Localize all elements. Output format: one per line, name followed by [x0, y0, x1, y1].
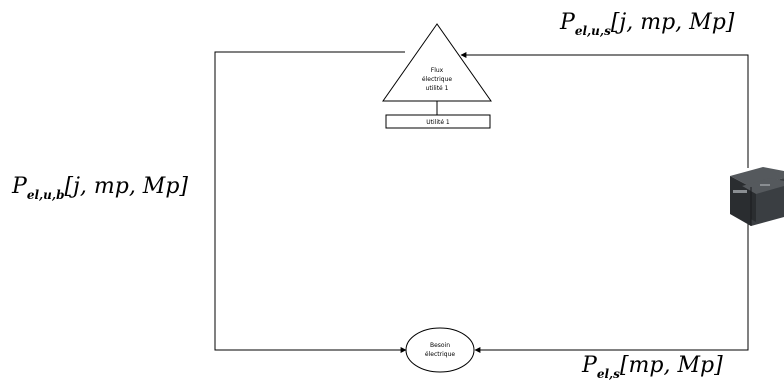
flux-label-line1: Flux: [431, 67, 444, 74]
battery-icon: [730, 167, 784, 226]
wire-battery-to-besoin: [474, 215, 749, 353]
utility-box-label: Utilité 1: [426, 119, 450, 126]
label-top-args: [j, mp, Mp]: [611, 10, 735, 35]
label-bottom-args: [mp, Mp]: [620, 353, 723, 378]
besoin-ellipse: [405, 327, 475, 373]
label-left-args: [j, mp, Mp]: [64, 174, 188, 199]
label-bottom: Pel,s[mp, Mp]: [581, 353, 723, 381]
label-top: Pel,u,s[j, mp, Mp]: [559, 10, 735, 38]
wire-battery-to-flux: [460, 52, 749, 168]
label-bottom-subscript: el,s: [597, 367, 620, 381]
flux-label-line2: électrique: [422, 76, 452, 83]
label-left-subscript: el,u,b: [27, 188, 65, 202]
besoin-label-line2: électrique: [425, 351, 455, 358]
label-top-subscript: el,u,s: [575, 24, 611, 38]
besoin-label-line1: Besoin: [430, 342, 450, 349]
flux-label-line3: utilité 1: [426, 85, 449, 92]
label-top-symbol: P: [559, 10, 576, 35]
wire-flux-to-besoin: [214, 51, 407, 353]
label-bottom-symbol: P: [581, 353, 598, 378]
label-left-symbol: P: [11, 174, 28, 199]
label-left: Pel,u,b[j, mp, Mp]: [11, 174, 188, 202]
utility-box: [385, 114, 491, 129]
